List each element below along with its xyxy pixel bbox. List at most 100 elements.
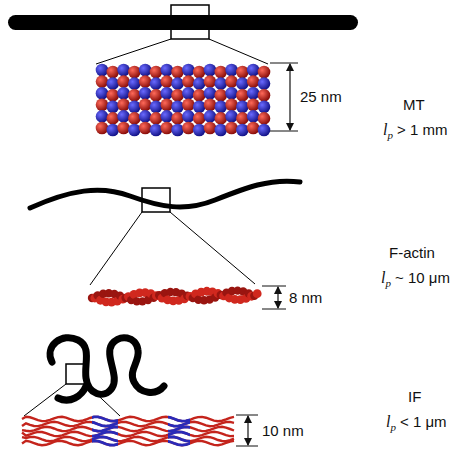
tubulin-subunit	[258, 89, 271, 102]
tubulin-subunit	[161, 99, 174, 112]
label-group: 25 nm	[300, 88, 342, 106]
dimension-tick	[270, 63, 298, 64]
linker-segment	[22, 422, 234, 426]
tubulin-subunit	[236, 101, 249, 114]
persistence-length: > 1 mm	[397, 121, 447, 138]
tubulin-subunit	[96, 122, 109, 135]
actin-helix	[88, 286, 262, 306]
tubulin-subunit	[117, 64, 130, 77]
tubulin-subunit	[96, 87, 109, 100]
tubulin-subunit	[139, 87, 152, 100]
coiled-coil-strand	[22, 441, 234, 445]
coiled-coil-strand	[22, 422, 234, 426]
tubulin-subunit	[247, 75, 260, 88]
tubulin-subunit	[139, 75, 152, 88]
tubulin-subunit	[258, 101, 271, 114]
zoom-box	[171, 5, 209, 39]
microtubule-rod	[8, 15, 358, 30]
tubulin-subunit	[139, 99, 152, 112]
linker-segment	[22, 432, 234, 436]
tubulin-subunit	[204, 99, 217, 112]
dimension-tick	[236, 415, 258, 416]
tubulin-subunit	[171, 101, 184, 114]
tubulin-subunit	[150, 124, 163, 137]
tubulin-subunit	[171, 112, 184, 125]
label-group: lp> 1 mm	[383, 121, 447, 144]
tubulin-subunit	[150, 77, 163, 90]
tubulin-subunit	[247, 122, 260, 135]
diameter-label: 10 nm	[262, 422, 304, 439]
persistence-symbol: l	[383, 121, 387, 138]
dimension-tick	[236, 446, 258, 447]
tubulin-subunit	[225, 75, 238, 88]
tubulin-subunit	[182, 122, 195, 135]
tubulin-subunit	[171, 124, 184, 137]
label-group: lp~ 10 μm	[381, 269, 450, 292]
tubulin-subunit	[117, 110, 130, 123]
tubulin-subunit	[128, 77, 141, 90]
tubulin-subunit	[117, 99, 130, 112]
dimension-arrow	[289, 64, 290, 130]
zoom-line	[170, 212, 255, 284]
tubulin-subunit	[247, 64, 260, 77]
tubulin-subunit	[193, 101, 206, 114]
dimension-arrow	[247, 416, 248, 445]
label-group: MT	[403, 96, 425, 114]
linker-segment	[22, 427, 234, 431]
tubulin-subunit	[258, 77, 271, 90]
persistence-length: < 1 μm	[400, 413, 447, 430]
coiled-coil-strand	[22, 417, 234, 421]
persistence-length: ~ 10 μm	[395, 269, 450, 286]
tubulin-subunit	[258, 124, 271, 137]
zoom-box	[66, 364, 86, 384]
tubulin-subunit	[117, 122, 130, 135]
tubulin-subunit	[215, 124, 228, 137]
tubulin-subunit	[171, 77, 184, 90]
tubulin-subunit	[171, 89, 184, 102]
tubulin-subunit	[161, 75, 174, 88]
tubulin-subunit	[161, 110, 174, 123]
tubulin-subunit	[204, 122, 217, 135]
dimension-tick	[262, 286, 286, 287]
tubulin-subunit	[193, 124, 206, 137]
tubulin-subunit	[117, 87, 130, 100]
tubulin-subunit	[96, 99, 109, 112]
tubulin-subunit	[182, 87, 195, 100]
tubulin-subunit	[236, 124, 249, 137]
tubulin-subunit	[193, 66, 206, 79]
zoom-line	[90, 212, 142, 285]
tubulin-subunit	[182, 64, 195, 77]
tubulin-subunit	[107, 77, 120, 90]
tubulin-subunit	[215, 112, 228, 125]
tubulin-subunit	[150, 101, 163, 114]
persistence-subscript: p	[385, 277, 391, 289]
tubulin-subunit	[236, 112, 249, 125]
dimension-tick	[262, 309, 286, 310]
tubulin-subunit	[225, 122, 238, 135]
tubulin-subunit	[161, 87, 174, 100]
intermediate-filament	[50, 338, 164, 395]
tubulin-subunit	[128, 112, 141, 125]
diameter-label: 8 nm	[289, 289, 322, 306]
linker-segment	[22, 441, 234, 445]
tubulin-subunit	[107, 101, 120, 114]
label-group: 10 nm	[262, 422, 304, 440]
tubulin-subunit	[139, 122, 152, 135]
intermediate-filament-bundle	[22, 417, 234, 445]
tubulin-subunit	[128, 101, 141, 114]
microtubule-lattice	[96, 64, 271, 137]
tubulin-subunit	[247, 99, 260, 112]
dimension-arrow	[277, 287, 278, 308]
tubulin-subunit	[247, 110, 260, 123]
intermediate-filament	[58, 386, 86, 400]
tubulin-subunit	[96, 110, 109, 123]
tubulin-subunit	[161, 122, 174, 135]
tubulin-subunit	[182, 110, 195, 123]
persistence-subscript: p	[390, 421, 396, 433]
tubulin-subunit	[150, 112, 163, 125]
filament-name: F-actin	[389, 244, 435, 261]
tubulin-subunit	[117, 75, 130, 88]
zoom-line	[96, 39, 171, 64]
tubulin-subunit	[107, 89, 120, 102]
